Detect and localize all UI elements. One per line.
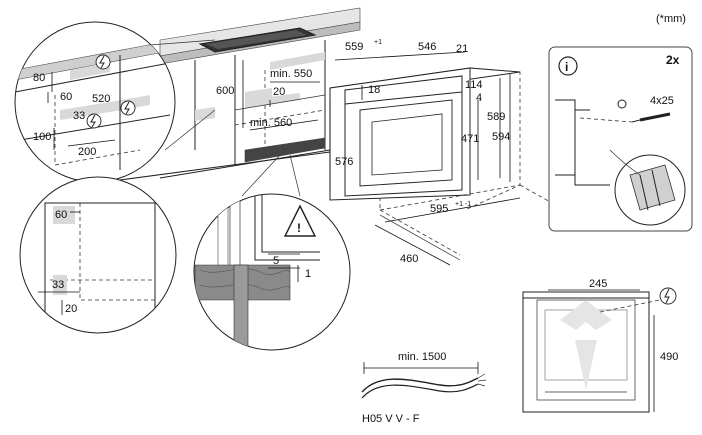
dim-4: 4 bbox=[476, 92, 482, 104]
rear-dim-245: 245 bbox=[589, 278, 607, 290]
kitchen-cabinet bbox=[119, 7, 361, 181]
dim-559: 559 bbox=[345, 41, 363, 53]
dim-520: 520 bbox=[92, 93, 110, 105]
fixing-count: 2x bbox=[666, 53, 680, 67]
dim-80: 80 bbox=[33, 72, 45, 84]
corner-dim-33: 33 bbox=[52, 279, 64, 291]
rear-dim-490: 490 bbox=[660, 351, 678, 363]
dim-546: 546 bbox=[418, 41, 436, 53]
socket-icon bbox=[86, 113, 102, 129]
dim-min550: min. 550 bbox=[270, 68, 312, 80]
oven-body bbox=[329, 67, 601, 261]
dim-594: 594 bbox=[492, 131, 510, 143]
unit-note: (*mm) bbox=[656, 13, 686, 25]
rear-view: 245 490 bbox=[522, 278, 678, 413]
gap-dim-1: 1 bbox=[305, 268, 311, 280]
corner-dim-60: 60 bbox=[55, 209, 67, 221]
socket-icon bbox=[659, 287, 677, 305]
cable-type: H05 V V - F bbox=[362, 413, 420, 425]
detail-circle-sockets: 80 60 520 33 100 200 bbox=[14, 21, 176, 183]
dim-min560: min. 560 bbox=[250, 117, 292, 129]
dim-100: 100 bbox=[33, 131, 51, 143]
detail-circle-gap: ! 5 1 bbox=[193, 193, 351, 351]
detail-circle-corner: 60 33 20 bbox=[19, 176, 177, 334]
warning-icon: ! bbox=[283, 204, 317, 237]
screw-icon bbox=[617, 99, 671, 123]
dim-33: 33 bbox=[73, 110, 85, 122]
dim-589: 589 bbox=[487, 111, 505, 123]
dim-200: 200 bbox=[78, 146, 96, 158]
dim-595-sup: +1 -1 bbox=[455, 201, 471, 208]
info-icon: i bbox=[558, 56, 578, 76]
dim-114: 114 bbox=[465, 79, 483, 91]
fixing-panel: i 2x 4x25 bbox=[548, 46, 693, 232]
socket-icon bbox=[120, 100, 136, 116]
dim-471: 471 bbox=[461, 133, 479, 145]
dim-559-sup: +1 bbox=[374, 39, 382, 46]
dim-21: 21 bbox=[456, 43, 468, 55]
dim-600: 600 bbox=[216, 85, 234, 97]
dim-460: 460 bbox=[400, 253, 418, 265]
dim-576: 576 bbox=[335, 156, 353, 168]
corner-dim-20: 20 bbox=[65, 303, 77, 315]
screw-size: 4x25 bbox=[650, 95, 674, 107]
svg-text:!: ! bbox=[297, 221, 301, 235]
dim-595: 595 bbox=[430, 203, 448, 215]
cable-length: min. 1500 bbox=[398, 351, 446, 363]
socket-icon bbox=[95, 54, 111, 70]
dim-60: 60 bbox=[60, 91, 72, 103]
gap-dim-5: 5 bbox=[273, 255, 279, 267]
dim-20-top: 20 bbox=[273, 86, 285, 98]
info-symbol: i bbox=[565, 60, 568, 74]
power-cable bbox=[361, 362, 487, 399]
dim-18: 18 bbox=[368, 84, 380, 96]
